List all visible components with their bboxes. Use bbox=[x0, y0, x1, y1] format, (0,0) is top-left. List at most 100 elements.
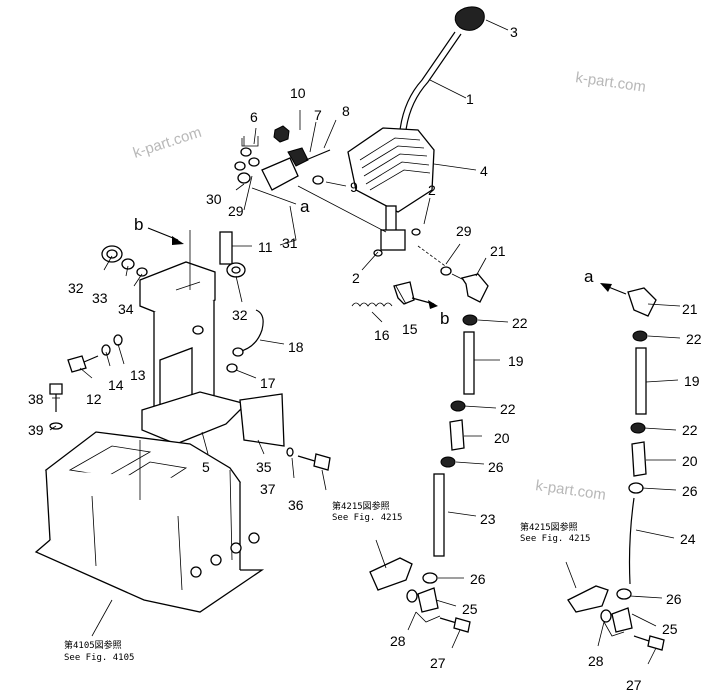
callout-28: 28 bbox=[390, 633, 406, 649]
callout-25: 25 bbox=[462, 601, 478, 617]
tube-18-shape bbox=[237, 309, 264, 353]
callout-13: 13 bbox=[130, 367, 146, 383]
ref-letter-b-left: b bbox=[134, 215, 143, 234]
ref-4105-jp: 第4105図参照 bbox=[64, 639, 122, 651]
rod-19-shape bbox=[463, 331, 475, 395]
lever-knob-shape bbox=[454, 6, 485, 31]
callout-26-a: 26 bbox=[488, 459, 504, 475]
clevis-25b-shape bbox=[611, 607, 633, 633]
cover-35-shape bbox=[239, 393, 285, 447]
callout-32-right: 32 bbox=[232, 307, 248, 323]
bolt-8-shape bbox=[305, 149, 331, 161]
callout-30: 30 bbox=[206, 191, 222, 207]
joint-20-shape bbox=[449, 419, 465, 451]
callout-12: 12 bbox=[86, 391, 102, 407]
callout-2-right: 2 bbox=[428, 182, 436, 198]
callout-17: 17 bbox=[260, 375, 276, 391]
callout-11: 11 bbox=[258, 239, 273, 255]
nut-10-shape bbox=[273, 125, 290, 143]
watermark-left: k-part.com bbox=[131, 124, 204, 162]
bracket-group bbox=[234, 125, 331, 205]
callout-26-d: 26 bbox=[666, 591, 682, 607]
callout-21: 21 bbox=[490, 243, 506, 259]
spring-shape bbox=[351, 302, 393, 307]
lever-link-b-shape bbox=[567, 585, 609, 613]
lever-rod-shape bbox=[399, 31, 456, 131]
lever-assembly bbox=[297, 6, 489, 309]
bolt-38-shape bbox=[49, 383, 63, 395]
pin-11-shape bbox=[219, 231, 233, 265]
bolt-36-shape bbox=[313, 453, 331, 471]
ref-4105-en: See Fig. 4105 bbox=[64, 653, 134, 663]
rod-24-shape bbox=[628, 497, 635, 585]
ball-joint-21b-shape bbox=[627, 287, 657, 317]
ref-letter-a-upper: a bbox=[300, 197, 310, 216]
ref-letter-a-right: a bbox=[584, 267, 594, 286]
callout-29-left: 29 bbox=[228, 203, 244, 219]
callout-19b: 19 bbox=[684, 373, 700, 389]
callout-29-right: 29 bbox=[456, 223, 472, 239]
callout-4: 4 bbox=[480, 163, 488, 179]
ref-4215-en-center: See Fig. 4215 bbox=[332, 513, 402, 523]
ball-joint-21-shape bbox=[460, 273, 489, 303]
callout-32-left: 32 bbox=[68, 280, 84, 296]
watermark-bottom-right: k-part.com bbox=[534, 477, 607, 504]
callout-39: 39 bbox=[28, 422, 44, 438]
callout-37: 37 bbox=[260, 481, 276, 497]
linkage-right bbox=[565, 283, 665, 651]
callout-26-c: 26 bbox=[682, 483, 698, 499]
callout-2-left: 2 bbox=[352, 270, 360, 286]
stopper-shape bbox=[393, 281, 415, 305]
callout-35: 35 bbox=[256, 459, 272, 475]
ref-letter-b-center: b bbox=[440, 309, 449, 328]
callout-31: 31 bbox=[282, 235, 298, 251]
watermark-top-right: k-part.com bbox=[574, 69, 647, 96]
callout-14: 14 bbox=[108, 377, 124, 393]
callout-22-c: 22 bbox=[686, 331, 702, 347]
callout-7: 7 bbox=[314, 107, 322, 123]
callout-33: 33 bbox=[92, 290, 108, 306]
figure-references: 第4215図参照 See Fig. 4215 第4215図参照 See Fig.… bbox=[64, 500, 590, 663]
bolt-12-shape bbox=[67, 355, 87, 373]
callout-18: 18 bbox=[288, 339, 304, 355]
callout-26-b: 26 bbox=[470, 571, 486, 587]
ref-4215-en-right: See Fig. 4215 bbox=[520, 534, 590, 544]
callout-38: 38 bbox=[28, 391, 44, 407]
callout-27b: 27 bbox=[626, 677, 642, 691]
callout-15: 15 bbox=[402, 321, 418, 337]
clevis-25-shape bbox=[417, 587, 439, 613]
callout-3: 3 bbox=[510, 24, 518, 40]
ref-4215-jp-right: 第4215図参照 bbox=[520, 521, 578, 533]
callout-22-d: 22 bbox=[682, 422, 698, 438]
callout-1: 1 bbox=[466, 91, 474, 107]
bracket-7-shape bbox=[261, 157, 299, 191]
callout-28b: 28 bbox=[588, 653, 604, 669]
boot-shape bbox=[347, 127, 435, 213]
callout-23: 23 bbox=[480, 511, 496, 527]
callout-25b: 25 bbox=[662, 621, 678, 637]
callout-21b: 21 bbox=[682, 301, 698, 317]
rod-19b-shape bbox=[635, 347, 647, 415]
callout-20: 20 bbox=[494, 430, 510, 446]
callout-24: 24 bbox=[680, 531, 696, 547]
callout-19: 19 bbox=[508, 353, 524, 369]
rod-23-shape bbox=[433, 473, 445, 557]
callout-36: 36 bbox=[288, 497, 304, 513]
lever-link-shape bbox=[369, 557, 413, 591]
callout-5: 5 bbox=[202, 459, 210, 475]
linkage-center bbox=[369, 314, 478, 633]
callout-numbers: 1 2 2 3 4 5 6 7 8 9 10 11 12 13 14 15 16… bbox=[28, 24, 702, 693]
callout-20b: 20 bbox=[682, 453, 698, 469]
callout-22-b: 22 bbox=[500, 401, 516, 417]
lever-bracket-shape bbox=[380, 229, 406, 251]
ref-4215-jp-center: 第4215図参照 bbox=[332, 500, 390, 512]
callout-27: 27 bbox=[430, 655, 446, 671]
callout-9: 9 bbox=[350, 179, 358, 195]
console-stand bbox=[34, 227, 331, 637]
callout-22-a: 22 bbox=[512, 315, 528, 331]
callout-6: 6 bbox=[250, 109, 258, 125]
leader-lines bbox=[49, 19, 681, 665]
callout-10: 10 bbox=[290, 85, 306, 101]
